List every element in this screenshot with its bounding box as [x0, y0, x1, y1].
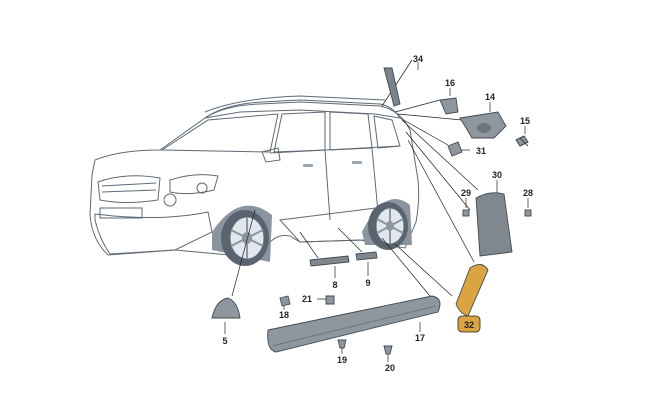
part-20-screw [383, 345, 393, 355]
callout-30: 30 [492, 170, 502, 180]
part-5-bracket [211, 297, 241, 319]
callout-8: 8 [332, 280, 337, 290]
part-21-clip [325, 295, 335, 305]
callout-32: 32 [464, 320, 474, 330]
rear-side-window [329, 111, 373, 151]
callout-5: 5 [222, 336, 227, 346]
part-8-strip [309, 255, 350, 267]
part-32-arch-trim [455, 264, 489, 317]
callout-9: 9 [365, 278, 370, 288]
callout-15: 15 [520, 116, 530, 126]
fog-light [163, 193, 177, 207]
callout-16: 16 [445, 78, 455, 88]
leader-lines [224, 59, 529, 362]
car-mirror [261, 147, 281, 163]
front-wheel [221, 210, 269, 266]
part-18-clip [279, 295, 291, 307]
callout-21: 21 [302, 294, 312, 304]
part-28-clip [524, 209, 532, 217]
callout-labels: 34 16 14 15 31 30 29 28 8 9 21 18 5 17 1… [222, 54, 533, 373]
callout-14: 14 [485, 92, 495, 102]
front-side-window [273, 111, 326, 153]
roof-rail [204, 95, 386, 113]
callout-17: 17 [415, 333, 425, 343]
part-31-clip [447, 141, 463, 157]
beltline [269, 145, 401, 154]
part-16-mirror-base [439, 97, 459, 115]
part-15-screw [515, 135, 529, 147]
callout-18: 18 [279, 310, 289, 320]
windshield [160, 113, 279, 153]
grille [97, 175, 161, 203]
callout-32-highlight: 32 [457, 315, 481, 333]
callout-28: 28 [523, 188, 533, 198]
callout-20: 20 [385, 363, 395, 373]
door-seam [324, 149, 331, 221]
car-roof [204, 99, 402, 119]
headlight [169, 174, 219, 195]
part-9-strip [355, 251, 378, 261]
part-30-c-pillar-panel [475, 192, 513, 257]
part-17-sill-panel [267, 295, 441, 353]
parts [211, 67, 532, 355]
front-bumper [94, 211, 213, 255]
part-19-clip [337, 339, 347, 349]
rear-wheel [368, 202, 408, 250]
part-34-pillar-strip [383, 67, 401, 107]
callout-19: 19 [337, 355, 347, 365]
car-illustration [89, 95, 420, 266]
car-body [89, 101, 420, 259]
part-29-clip [462, 209, 470, 217]
quarter-window [373, 115, 401, 149]
door-seam-2 [371, 147, 379, 213]
license-plate [99, 207, 143, 219]
callout-34: 34 [413, 54, 423, 64]
callout-31: 31 [476, 146, 486, 156]
callout-29: 29 [461, 188, 471, 198]
